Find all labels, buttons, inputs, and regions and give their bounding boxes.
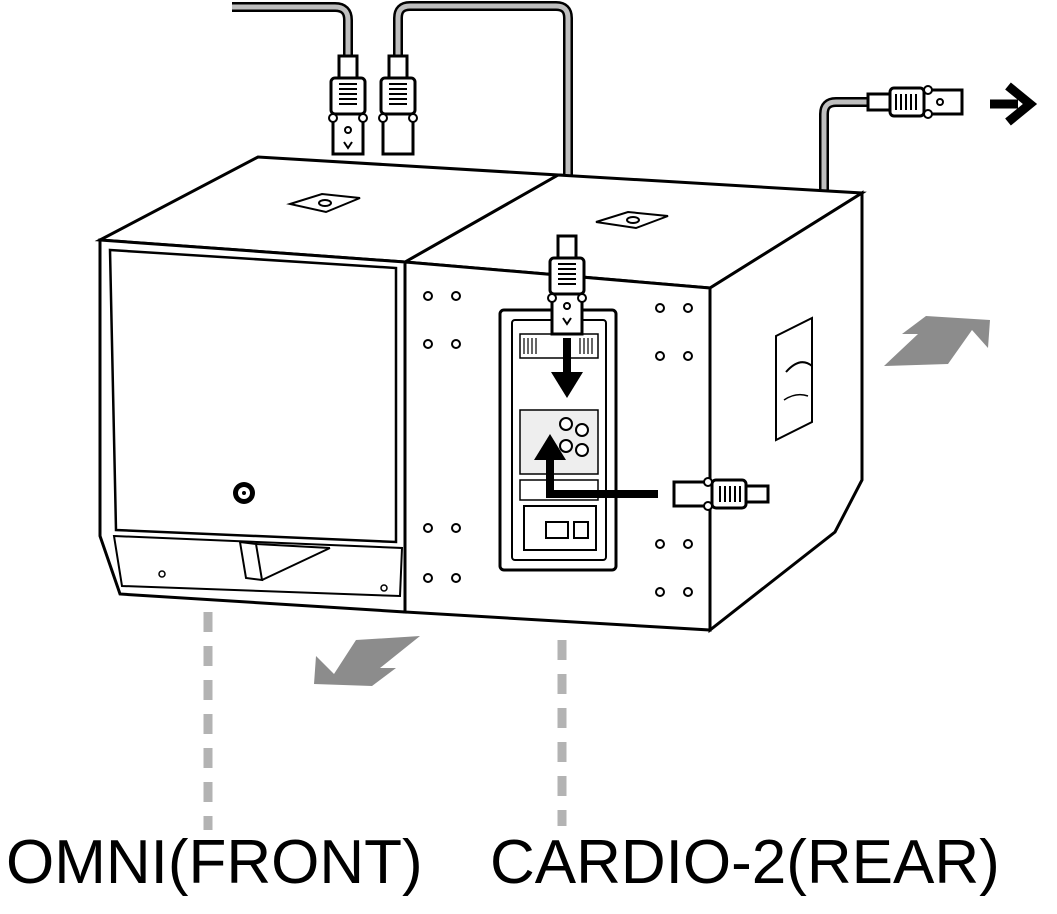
guide-lines — [203, 612, 567, 830]
signal-flow-arrow-icon — [990, 82, 1038, 126]
airflow-arrow-icon — [314, 316, 990, 686]
screw-holes — [423, 291, 693, 597]
rear-speaker-cabinet — [400, 173, 867, 634]
signal-flow-arrow-icon — [534, 338, 658, 498]
amplifier-panel — [498, 308, 618, 572]
front-speaker-cabinet — [94, 155, 564, 614]
yamaha-logo-icon — [233, 482, 255, 504]
front-unit-label: OMNI(FRONT) — [6, 828, 423, 897]
rear-unit-label: CARDIO-2(REAR) — [490, 828, 1000, 897]
